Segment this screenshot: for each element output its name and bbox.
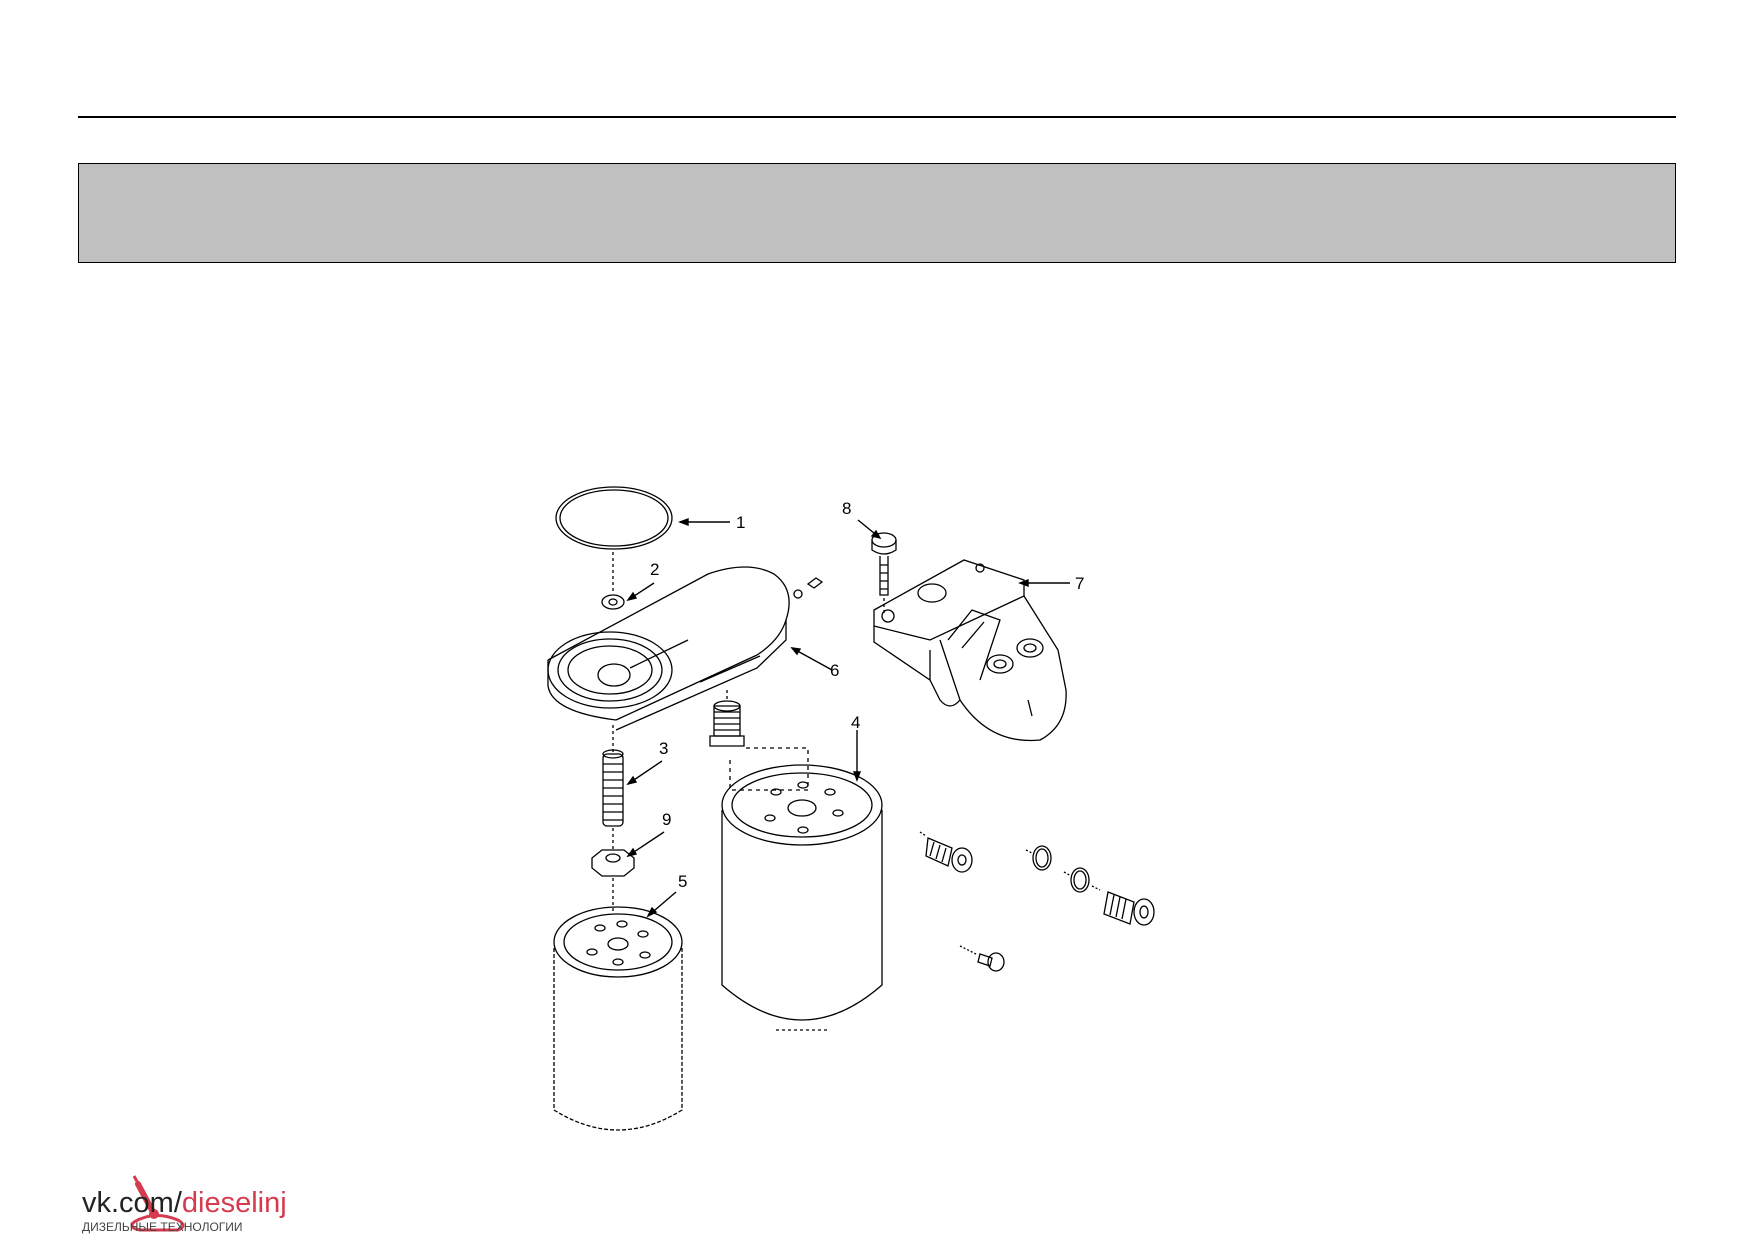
- dieselinj-logo: [130, 1175, 185, 1232]
- leader-lines: [626, 517, 1070, 918]
- part-4-filter-element: [721, 764, 883, 1031]
- plug-fitting: [1103, 891, 1155, 926]
- callout-9: 9: [662, 810, 671, 829]
- part-7-mounting-bracket: [873, 559, 1067, 742]
- watermark-url-accent: dieselinj: [181, 1187, 287, 1219]
- threaded-fitting: [709, 700, 745, 747]
- callout-2: 2: [650, 560, 659, 579]
- watermark-url-prefix: vk.com/: [82, 1187, 182, 1219]
- callout-1: 1: [736, 513, 745, 532]
- callout-3: 3: [659, 739, 668, 758]
- watermark-subtitle: ДИЗЕЛЬНЫЕ ТЕХНОЛОГИИ: [82, 1220, 243, 1234]
- small-plug: [977, 952, 1005, 972]
- watermark-url: vk.com/dieselinj: [82, 1188, 287, 1218]
- callout-4: 4: [851, 713, 860, 732]
- part-2-washer: [601, 594, 625, 610]
- part-8-bolt: [871, 532, 897, 596]
- callout-7: 7: [1075, 574, 1084, 593]
- callout-5: 5: [678, 872, 687, 891]
- part-1-o-ring: [555, 486, 673, 550]
- part-9-nut: [591, 849, 635, 877]
- header-rule: [78, 116, 1676, 118]
- part-6-filter-head: [547, 566, 824, 731]
- seal-ring-b: [1070, 867, 1090, 893]
- seal-ring-a: [1032, 845, 1052, 871]
- title-banner: [78, 163, 1676, 263]
- callout-8: 8: [842, 499, 851, 518]
- part-3-stud: [602, 749, 624, 827]
- drain-valve: [925, 837, 973, 873]
- part-5-filter-element: [553, 906, 683, 1131]
- callout-6: 6: [830, 661, 839, 680]
